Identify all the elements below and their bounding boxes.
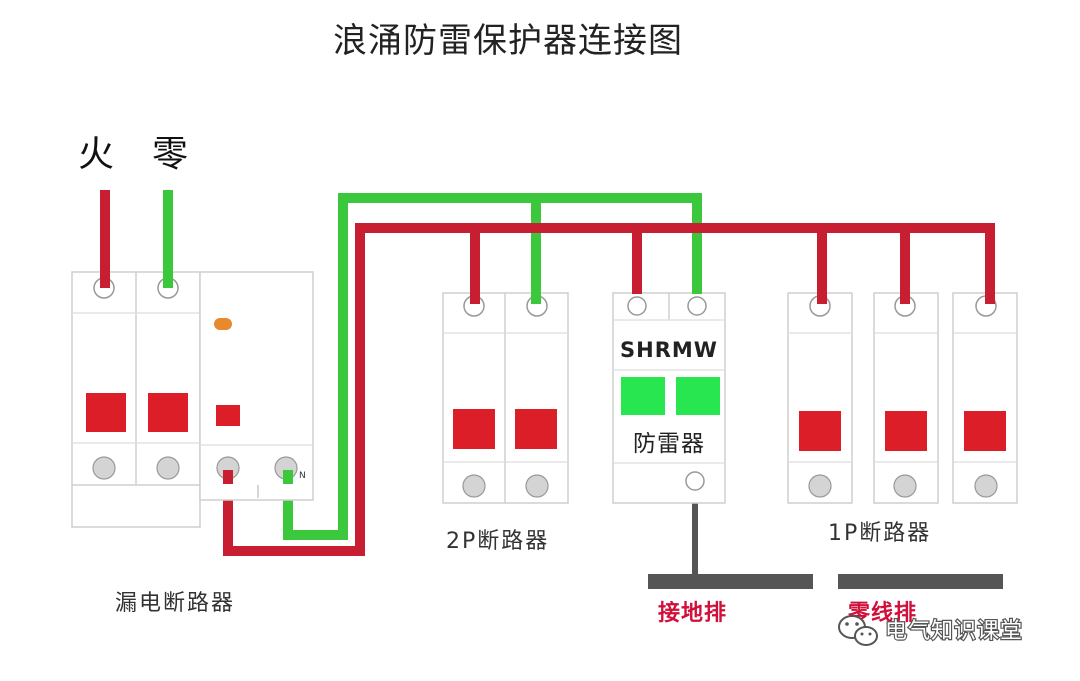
- watermark-text: 电气知识课堂: [885, 619, 1023, 644]
- ground-bar-label: 接地排: [658, 601, 727, 626]
- rcd-label: 漏电断路器: [115, 591, 235, 616]
- breaker-1p-b-handle[interactable]: [885, 411, 927, 451]
- breaker-1p-b: [873, 292, 939, 504]
- breaker-2p-handle-2[interactable]: [515, 409, 557, 449]
- spd-ground-terminal: [685, 471, 705, 491]
- live-bus-wire: [223, 223, 995, 556]
- breaker-2p-label: 2P断路器: [446, 529, 549, 554]
- spd-model-label: SHRMW: [620, 338, 718, 362]
- breaker-1p-a: [787, 292, 853, 504]
- n-terminal-mark: N: [299, 471, 306, 481]
- surge-protector: SHRMW 防雷器: [612, 292, 726, 504]
- rcd-terminal-bottom-1: [92, 456, 116, 480]
- breaker-1p-c-terminal-bottom: [974, 474, 998, 498]
- neutral-bar: [838, 574, 1003, 589]
- breaker-1p-b-terminal-bottom: [893, 474, 917, 498]
- breaker-1p-c-handle[interactable]: [964, 411, 1006, 451]
- rcd-indicator-light: [214, 318, 232, 330]
- rcd-breaker: N: [71, 271, 314, 528]
- spd-status-window-1: [621, 377, 665, 415]
- rcd-handle-2[interactable]: [148, 393, 188, 432]
- spd-terminal-top-l: [627, 296, 647, 316]
- breaker-1p-a-handle[interactable]: [799, 411, 841, 451]
- rcd-terminal-bottom-2: [156, 456, 180, 480]
- spd-terminal-top-n: [687, 296, 707, 316]
- wechat-logo-icon: [838, 615, 878, 646]
- breaker-1p-c: [952, 292, 1018, 504]
- breaker-2p-handle-1[interactable]: [453, 409, 495, 449]
- neutral-label: 零: [152, 134, 188, 175]
- watermark: 电气知识课堂: [838, 615, 1023, 646]
- spd-name-label: 防雷器: [633, 431, 705, 457]
- spd-status-window-2: [676, 377, 720, 415]
- rcd-handle-1[interactable]: [86, 393, 126, 432]
- rcd-test-button[interactable]: [216, 405, 240, 426]
- breaker-2p-terminal-bottom-2: [525, 474, 549, 498]
- diagram-title: 浪涌防雷保护器连接图: [333, 21, 683, 61]
- breaker-2p-terminal-bottom-1: [462, 474, 486, 498]
- breaker-1p-a-terminal-bottom: [808, 474, 832, 498]
- breaker-1p-label: 1P断路器: [828, 521, 931, 546]
- live-label: 火: [78, 134, 114, 175]
- ground-bar: [648, 574, 813, 589]
- wire-end-caps: [100, 270, 995, 484]
- breaker-2p: [442, 292, 569, 504]
